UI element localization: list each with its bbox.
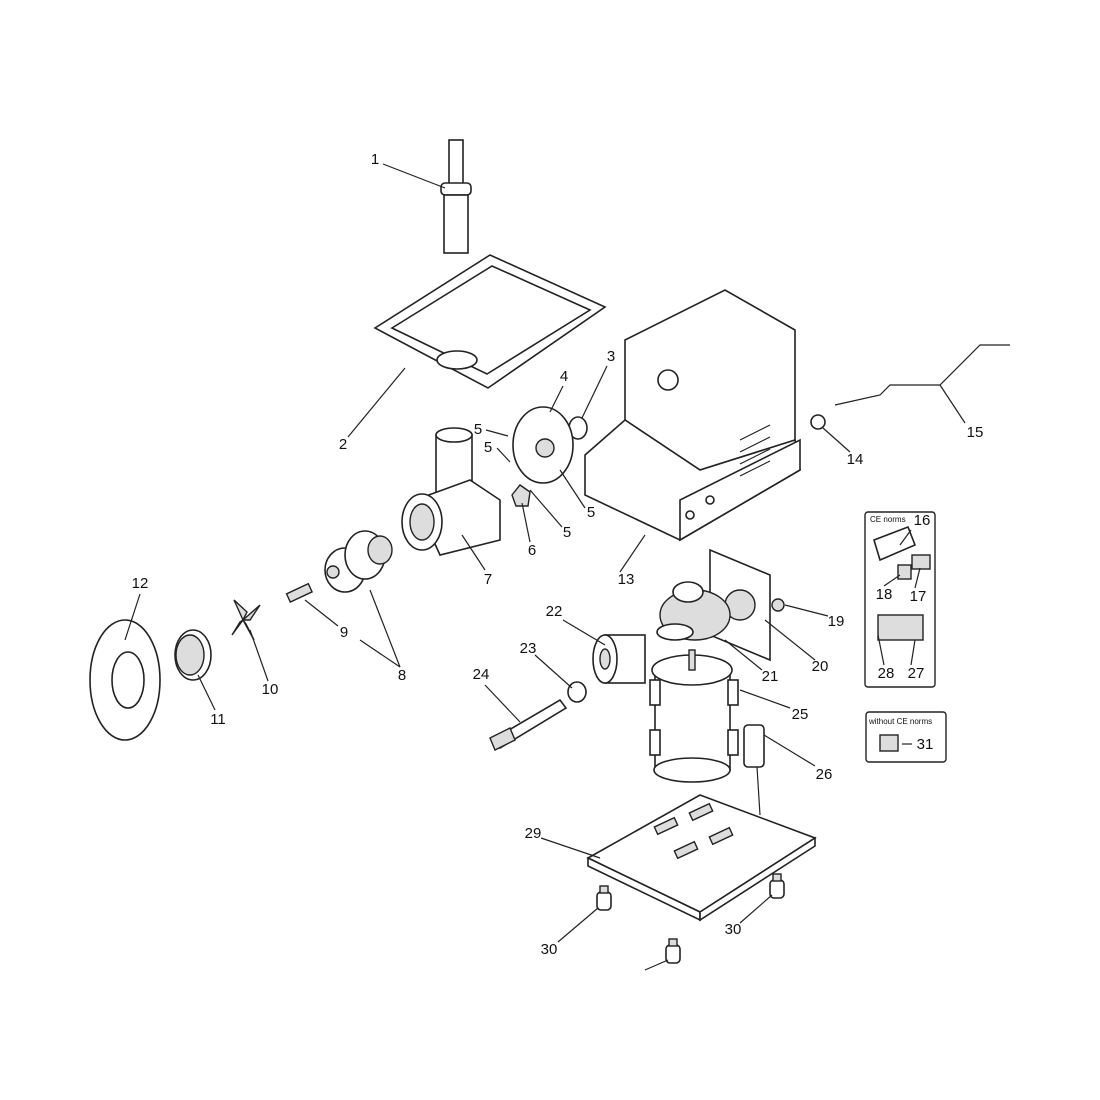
callout-30: 30 [541, 941, 558, 958]
callout-27: 27 [908, 665, 925, 682]
callout-13: 13 [618, 571, 635, 588]
callout-26: 26 [816, 766, 833, 783]
callout-31: 31 [917, 736, 934, 753]
callout-22: 22 [546, 603, 563, 620]
callout-23: 23 [520, 640, 537, 657]
part-ring-nut [89, 619, 161, 741]
callout-1: 1 [371, 151, 379, 168]
callout-15: 15 [967, 424, 984, 441]
part-capacitor [743, 724, 765, 816]
callout-11: 11 [210, 711, 226, 728]
callout-12: 12 [132, 575, 149, 592]
part-power-cable [834, 344, 1010, 406]
callout-29: 29 [525, 825, 542, 842]
callout-21: 21 [762, 668, 779, 685]
callout-10: 10 [262, 681, 279, 698]
callout-24: 24 [473, 666, 490, 683]
callout-5: 5 [474, 421, 482, 438]
part-feed-screw [324, 530, 393, 593]
part-gear-cover-plate [512, 406, 574, 484]
part-cable-gland [810, 414, 826, 430]
part-foot [665, 938, 681, 964]
ce-norms-label: CE norms [870, 515, 906, 524]
part-pusher [440, 139, 472, 254]
callout-3: 3 [607, 348, 615, 365]
callout-5: 5 [563, 524, 571, 541]
callout-28: 28 [878, 665, 895, 682]
callout-25: 25 [792, 706, 809, 723]
callout-5: 5 [484, 439, 492, 456]
part-grinder-body [401, 427, 501, 556]
part-motor [649, 649, 739, 783]
callout-9: 9 [340, 624, 348, 641]
leader-lines [124, 163, 966, 971]
callout-16: 16 [914, 512, 931, 529]
part-nut [511, 484, 531, 507]
part-gearbox [656, 548, 771, 662]
part-tray [373, 254, 607, 389]
part-bolt [771, 598, 785, 612]
part-shaft [489, 698, 568, 751]
part-bearing [567, 681, 587, 703]
callout-19: 19 [828, 613, 845, 630]
callouts: 1 2 3 4 5 5 5 5 6 7 8 9 10 11 12 13 14 1… [132, 151, 984, 958]
callout-20: 20 [812, 658, 829, 675]
callout-2: 2 [339, 436, 347, 453]
callout-7: 7 [484, 571, 492, 588]
callout-17: 17 [910, 588, 927, 605]
callout-6: 6 [528, 542, 536, 559]
part-motor-housing [584, 289, 801, 542]
callout-14: 14 [847, 451, 864, 468]
without-ce-norms-box: without CE norms [865, 711, 947, 763]
ce-norms-box: CE norms [864, 511, 936, 688]
part-gear [592, 634, 646, 684]
without-ce-norms-label: without CE norms [868, 717, 932, 726]
callout-30: 30 [725, 921, 742, 938]
callout-18: 18 [876, 586, 893, 603]
part-cutting-plate [174, 629, 212, 681]
callout-8: 8 [398, 667, 406, 684]
part-pin [285, 582, 314, 603]
part-base-plate [586, 794, 817, 922]
part-foot [596, 885, 612, 911]
callout-4: 4 [560, 368, 568, 385]
part-foot [769, 873, 785, 899]
part-knife [231, 599, 261, 641]
callout-5: 5 [587, 504, 595, 521]
